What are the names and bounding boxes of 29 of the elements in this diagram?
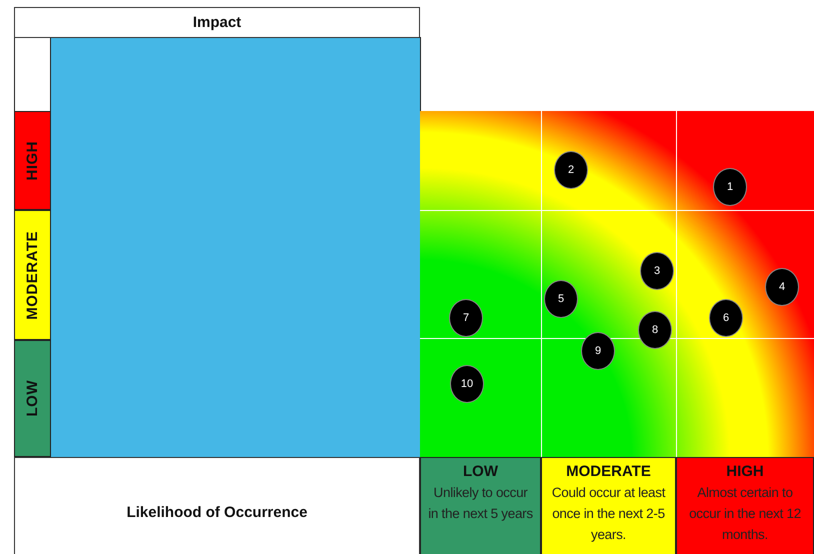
impact-level: HIGH — [24, 140, 41, 180]
impact-level: MODERATE — [24, 230, 41, 320]
risk-number: 5 — [558, 293, 564, 305]
likelihood-description: Could occur at least once in the next 2-5 years. — [550, 484, 666, 544]
moderate-impact-cell — [14, 210, 51, 340]
risk-number: 7 — [462, 312, 470, 324]
low-impact-cell — [14, 340, 51, 457]
axis-title: Impact — [192, 14, 242, 31]
axis-title-cell — [14, 7, 420, 38]
moderate-likelihood-cell — [541, 457, 676, 554]
axis-title-cell — [14, 457, 420, 554]
likelihood-level: LOW — [463, 462, 498, 482]
likelihood-level: MODERATE — [566, 462, 651, 482]
risk-number: 6 — [722, 312, 730, 324]
likelihood-description: Unlikely to occur in the next 5 years — [427, 484, 534, 523]
risk-number: 10 — [460, 378, 474, 390]
high-likelihood-cell — [676, 457, 814, 554]
risk-number: 9 — [594, 345, 602, 357]
axis-title: Likelihood of Occurrence — [126, 504, 308, 520]
low-likelihood-cell — [420, 457, 541, 554]
risk-number: 1 — [726, 181, 734, 193]
likelihood-level: HIGH — [726, 462, 764, 482]
risk-number: 2 — [568, 164, 574, 176]
risk-number: 8 — [652, 324, 658, 336]
high-impact-cell — [14, 111, 51, 210]
likelihood-description: Almost certain to occur in the next 12 months. — [688, 484, 802, 544]
impact-level: LOW — [24, 380, 41, 417]
risk-number: 3 — [654, 265, 660, 277]
risk-number: 4 — [778, 281, 786, 293]
